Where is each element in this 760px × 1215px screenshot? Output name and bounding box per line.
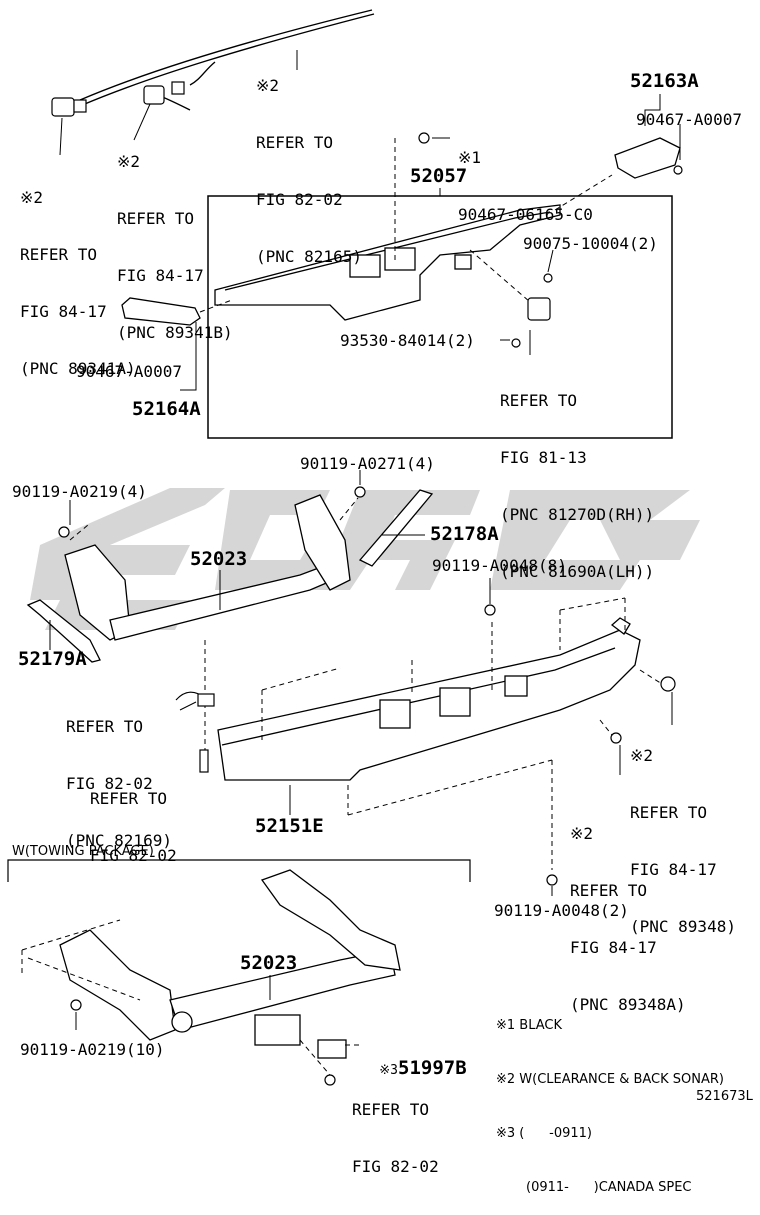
note-mark: ※2 [256, 76, 280, 95]
note-3: ※3 ( -0911) [496, 1126, 593, 1141]
note-1: ※1 BLACK [496, 1018, 563, 1033]
parts-diagram [7, 9, 700, 1086]
part-number-clip-a0007-left: 90467-A0007 [76, 362, 182, 381]
callout-refer-89341a: ※2 REFER TO FIG 84-17 (PNC 89341A) [20, 188, 136, 378]
part-number-52151e: 52151E [255, 815, 324, 837]
callout-refer-82165: ※2 REFER TO FIG 82-02 (PNC 82165) [256, 76, 362, 266]
figure-id: 521673L [696, 1089, 753, 1104]
note-3-canada: (0911- )CANADA SPEC [526, 1180, 692, 1195]
part-number-52178a: 52178A [430, 523, 499, 545]
part-number-bolt-a0271: 90119-A0271(4) [300, 454, 435, 473]
part-number-nut-84014: 93530-84014(2) [340, 331, 475, 350]
step-pad-52163a [614, 137, 681, 179]
leaders-mid [49, 470, 673, 896]
bolts-mid [58, 486, 676, 886]
part-number-52023-bottom: 52023 [240, 952, 298, 974]
step-pad-52164a [121, 297, 201, 326]
dashed-guides-towing [21, 919, 360, 1076]
towing-package-frame [7, 859, 471, 882]
callout-refer-8202-bottom: REFER TO FIG 82-02 [352, 1100, 439, 1176]
part-number-51997b: ※351997B [379, 1057, 467, 1079]
part-number-bolt-a0048-8: 90119-A0048(8) [432, 556, 567, 575]
callout-bolt-06165: ※1 90467-06165-C0 [458, 148, 593, 224]
callout-refer-89348a: ※2 REFER TO FIG 84-17 (PNC 89348A) [570, 824, 686, 1014]
callout-refer-89341b: ※2 REFER TO FIG 84-17 (PNC 89341B) [117, 152, 233, 342]
notes-legend: ※1 BLACK ※2 W(CLEARANCE & BACK SONAR) ※3… [496, 981, 724, 1215]
fasteners-top [418, 132, 683, 348]
part-number-52023-top: 52023 [190, 548, 248, 570]
part-number-52057: 52057 [410, 165, 468, 187]
bracket-right [527, 297, 551, 321]
leaders-towing [75, 975, 271, 1030]
part-number-bolt-a0048-2: 90119-A0048(2) [494, 901, 629, 920]
harness-82169 [175, 691, 215, 707]
part-number-52179a: 52179A [18, 648, 87, 670]
bumper-reinforcement-52023 [26, 489, 434, 663]
rear-step-bar-52057 [214, 204, 561, 321]
part-number-clip-a0007-right: 90467-A0007 [636, 110, 742, 129]
towing-hitch-assembly [59, 869, 401, 1059]
part-number-bolt-a0219-4: 90119-A0219(4) [12, 482, 147, 501]
dashed-guides-top [199, 138, 613, 313]
part-number-bolt-10004: 90075-10004(2) [523, 234, 658, 253]
rear-bumper-52151e [217, 617, 641, 781]
callout-refer-89348: ※2 REFER TO FIG 84-17 (PNC 89348) [630, 746, 736, 936]
dashed-guides-bumper [261, 597, 663, 870]
callout-refer-8202-mid: REFER TO FIG 82-02 [90, 789, 177, 865]
sensor-connector-89341a [51, 81, 185, 117]
part-number-52163a: 52163A [630, 70, 699, 92]
callout-refer-81270: REFER TO FIG 81-13 (PNC 81270D(RH)) (PNC… [500, 391, 655, 581]
part-number-bolt-a0219-10: 90119-A0219(10) [20, 1040, 165, 1059]
leaders-top [59, 50, 681, 391]
bolts-towing [70, 999, 336, 1086]
note-2: ※2 W(CLEARANCE & BACK SONAR) [496, 1072, 724, 1087]
part-number-52164a: 52164A [132, 398, 201, 420]
callout-refer-82169: REFER TO FIG 82-02 (PNC 82169) [66, 717, 172, 850]
towing-package-title: W(TOWING PACKAGE) [12, 844, 154, 859]
